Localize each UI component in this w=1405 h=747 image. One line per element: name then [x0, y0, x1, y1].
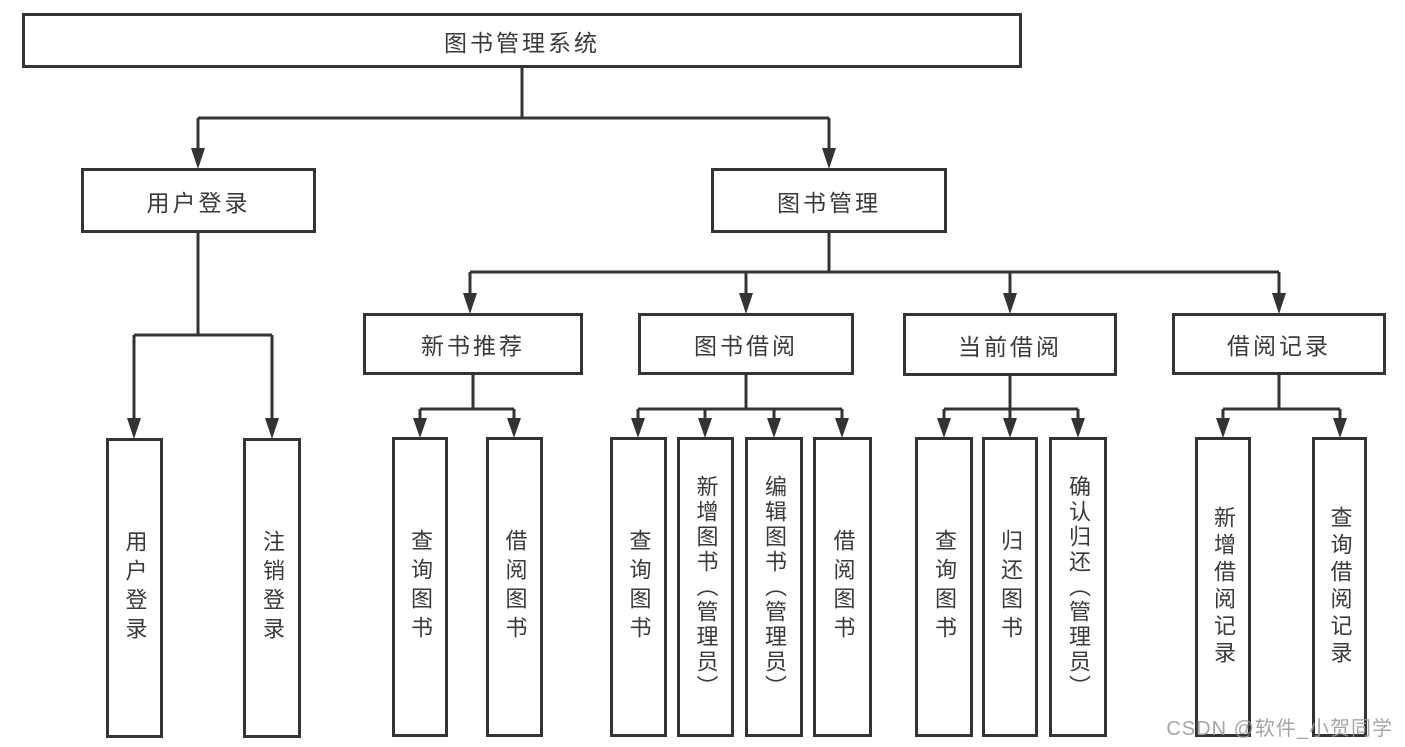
node-query-borrow-record: 查询借阅记录: [1312, 437, 1367, 737]
node-query-books-1: 查询图书: [392, 437, 448, 737]
node-logout-action: 注销登录: [243, 438, 301, 738]
node-user-login: 用户登录: [81, 168, 316, 233]
node-add-borrow-record: 新增借阅记录: [1195, 437, 1251, 737]
arrowheads: [127, 148, 1347, 439]
node-new-book-recommendation: 新书推荐: [363, 313, 583, 375]
node-edit-books-admin: 编辑图书（管理员）: [745, 437, 803, 737]
watermark-text: CSDN @软件_小贺同学: [1166, 718, 1393, 740]
node-book-borrowing: 图书借阅: [638, 313, 854, 375]
node-add-books-admin: 新增图书（管理员）: [677, 437, 734, 737]
connector-path: [132, 68, 1342, 420]
node-borrowing-records: 借阅记录: [1172, 313, 1386, 375]
node-query-books-3: 查询图书: [915, 437, 973, 737]
node-borrow-books-2: 借阅图书: [813, 437, 872, 737]
node-borrow-books-1: 借阅图书: [486, 437, 543, 737]
node-current-borrowing: 当前借阅: [903, 313, 1117, 376]
node-confirm-return-admin: 确认归还（管理员）: [1049, 437, 1107, 737]
node-return-books: 归还图书: [982, 437, 1038, 737]
node-book-management: 图书管理: [711, 168, 947, 233]
node-user-login-action: 用户登录: [106, 438, 163, 738]
node-root: 图书管理系统: [22, 13, 1022, 68]
node-query-books-2: 查询图书: [610, 437, 667, 737]
